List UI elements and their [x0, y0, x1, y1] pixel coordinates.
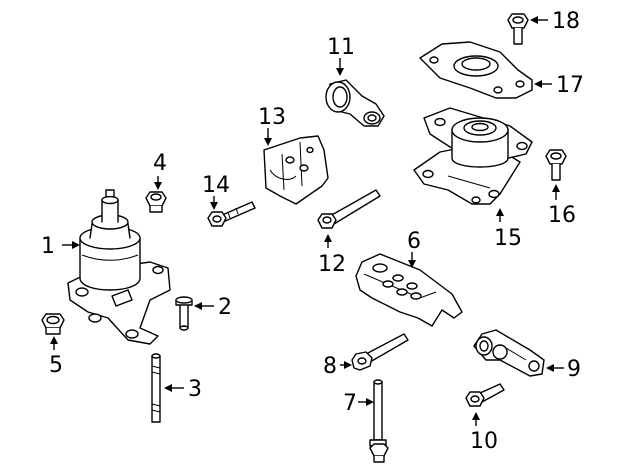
part-14-bolt: [207, 201, 256, 227]
part-4-nut: [145, 191, 167, 213]
leader-lines: [50, 16, 564, 426]
callout-6: 6: [407, 229, 421, 254]
callout-2: 2: [218, 295, 232, 320]
callout-10: 10: [470, 429, 498, 454]
part-8-bolt: [351, 333, 409, 371]
part-16-bolt: [545, 149, 567, 181]
callout-18: 18: [552, 9, 580, 34]
callout-16: 16: [548, 203, 576, 228]
callout-4: 4: [153, 151, 167, 176]
callout-17: 17: [556, 73, 584, 98]
part-18-bolt: [507, 13, 529, 45]
part-13-bracket: [263, 135, 329, 205]
part-3-stud: [151, 353, 161, 423]
part-7-stud: [369, 379, 389, 463]
part-6-bracket: [355, 253, 463, 327]
part-5-nut: [41, 313, 65, 335]
part-17-bracket: [419, 41, 533, 99]
callout-7: 7: [343, 391, 357, 416]
callout-3: 3: [188, 377, 202, 402]
callout-15: 15: [494, 226, 522, 251]
callout-11: 11: [327, 35, 355, 60]
callout-labels: 1 2 3 4 5 6 7 8 9 10 11 12 13 14 15 16 1…: [41, 9, 584, 454]
part-10-bolt: [465, 383, 505, 407]
callout-13: 13: [258, 105, 286, 130]
callout-5: 5: [49, 353, 63, 378]
part-2-bolt: [175, 296, 193, 331]
part-12-bolt: [317, 189, 381, 229]
callout-14: 14: [202, 173, 230, 198]
callout-12: 12: [318, 252, 346, 277]
part-1-engine-mount: [67, 189, 171, 345]
part-9-torque-rod: [473, 329, 545, 377]
part-11-bushing: [325, 79, 385, 127]
callout-8: 8: [323, 354, 337, 379]
callout-1: 1: [41, 234, 55, 259]
callout-9: 9: [567, 357, 581, 382]
part-15-trans-mount: [413, 107, 533, 205]
